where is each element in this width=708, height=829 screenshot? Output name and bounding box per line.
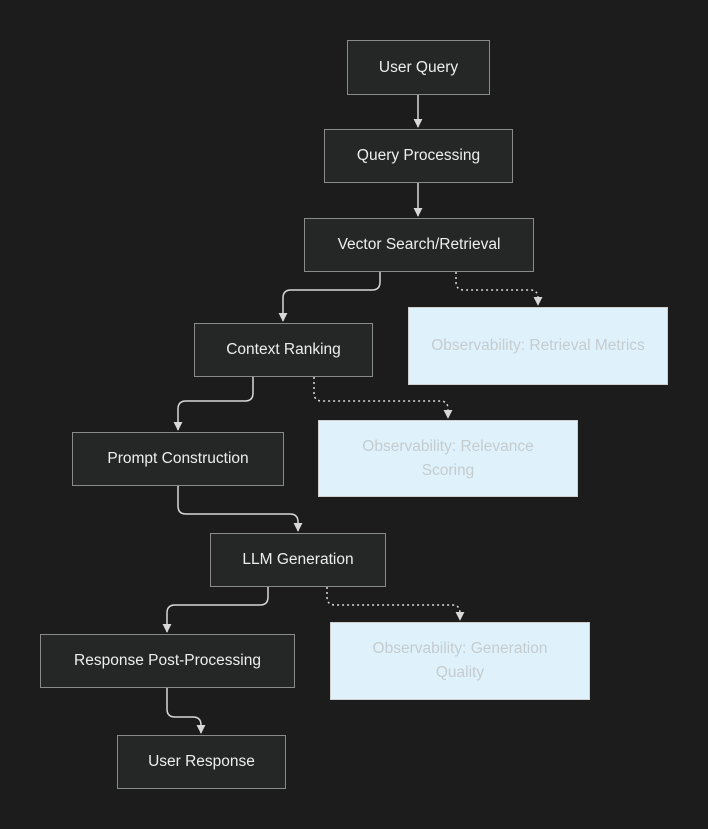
edge-context-ranking-to-prompt-construction (173, 377, 254, 431)
node-label: Observability: Relevance Scoring (362, 437, 534, 479)
edge-context-ranking-to-obs-relevance (313, 377, 453, 419)
node-observability-retrieval-metrics: Observability: Retrieval Metrics (408, 307, 668, 385)
node-label: Observability: Generation Quality (372, 640, 548, 681)
node-label: User Response (148, 753, 255, 770)
edge-vector-search-to-obs-retrieval (455, 272, 543, 306)
node-response-post-processing: Response Post-Processing (40, 634, 295, 688)
edge-llm-generation-to-obs-generation (326, 587, 465, 621)
node-context-ranking: Context Ranking (194, 323, 373, 377)
edge-llm-generation-to-response-post-processing (162, 587, 269, 633)
node-label: LLM Generation (242, 551, 354, 568)
node-label: Context Ranking (226, 341, 341, 358)
node-label: Response Post-Processing (74, 652, 261, 669)
node-label: Query Processing (356, 147, 481, 164)
node-label: User Query (378, 58, 459, 76)
node-llm-generation: LLM Generation (210, 533, 386, 587)
node-observability-generation-quality: Observability: Generation Quality (330, 622, 590, 700)
edge-prompt-construction-to-llm-generation (177, 486, 303, 532)
node-label: Vector Search/Retrieval (337, 236, 501, 253)
node-user-response: User Response (117, 735, 286, 789)
edge-vector-search-to-context-ranking (278, 272, 381, 322)
node-vector-search-retrieval: Vector Search/Retrieval (304, 218, 534, 272)
node-observability-relevance-scoring: Observability: Relevance Scoring (318, 420, 578, 497)
node-prompt-construction: Prompt Construction (72, 432, 284, 486)
node-query-processing: Query Processing (324, 129, 513, 183)
node-label: Observability: Retrieval Metrics (431, 337, 645, 354)
node-user-query: User Query (347, 40, 490, 95)
edge-response-post-processing-to-user-response (166, 688, 206, 734)
node-label: Prompt Construction (107, 450, 249, 467)
